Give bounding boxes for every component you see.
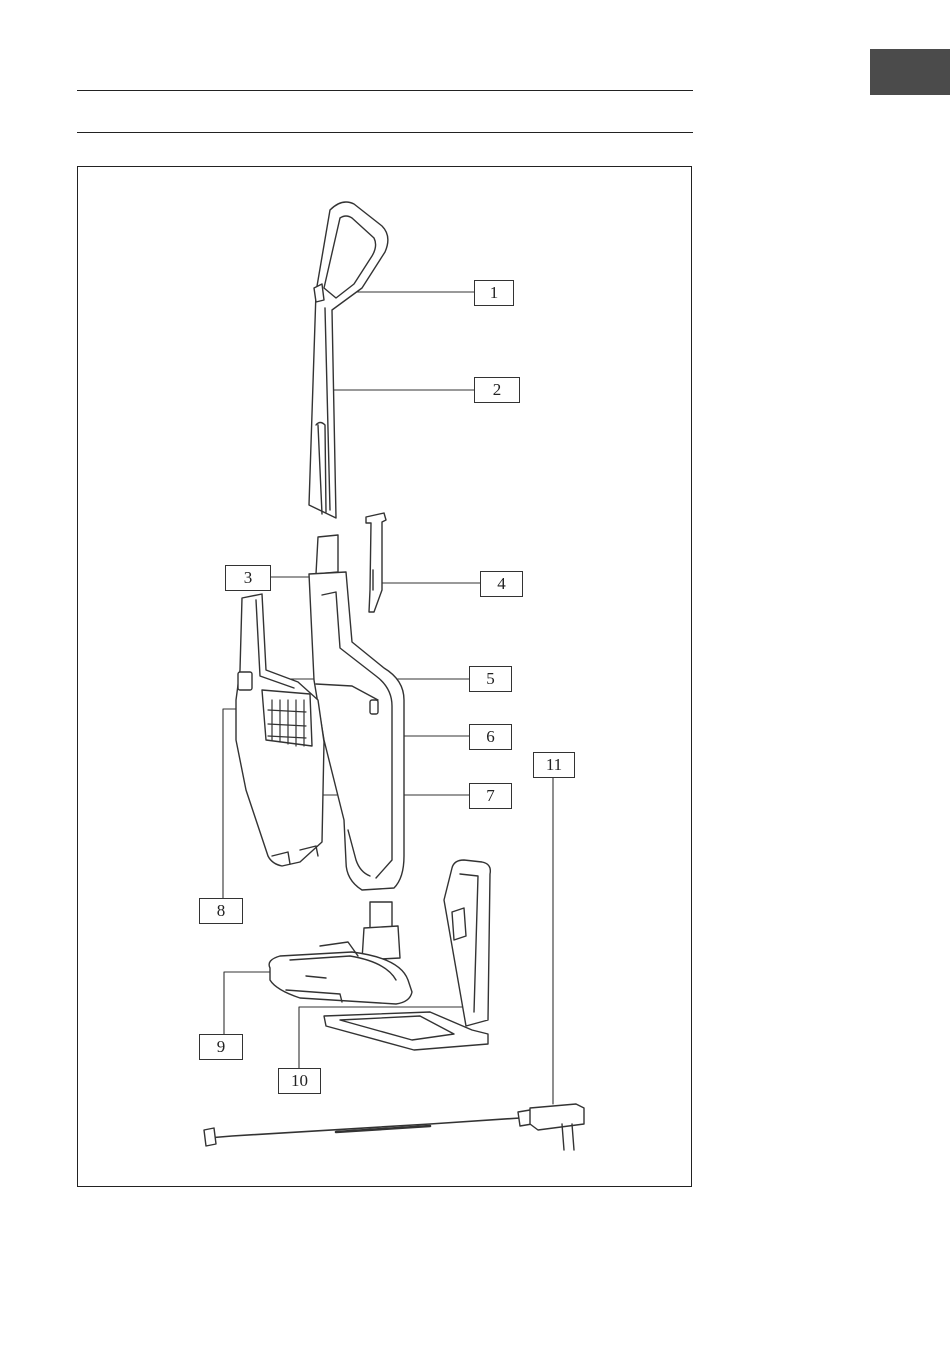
callout-1: 1: [474, 280, 514, 306]
callout-3: 3: [225, 565, 271, 591]
callout-7: 7: [469, 783, 512, 809]
callout-8: 8: [199, 898, 243, 924]
callout-11: 11: [533, 752, 575, 778]
callout-4: 4: [480, 571, 523, 597]
crevice-tool: [366, 513, 386, 612]
handle-and-tube: [309, 202, 388, 518]
main-body: [309, 535, 404, 890]
callout-2: 2: [474, 377, 520, 403]
callout-9: 9: [199, 1034, 243, 1060]
callout-5: 5: [469, 666, 512, 692]
charger-adapter: [204, 1104, 584, 1150]
callout-6: 6: [469, 724, 512, 750]
callout-10: 10: [278, 1068, 321, 1094]
floor-brush: [269, 902, 412, 1004]
dust-container: [236, 594, 324, 866]
